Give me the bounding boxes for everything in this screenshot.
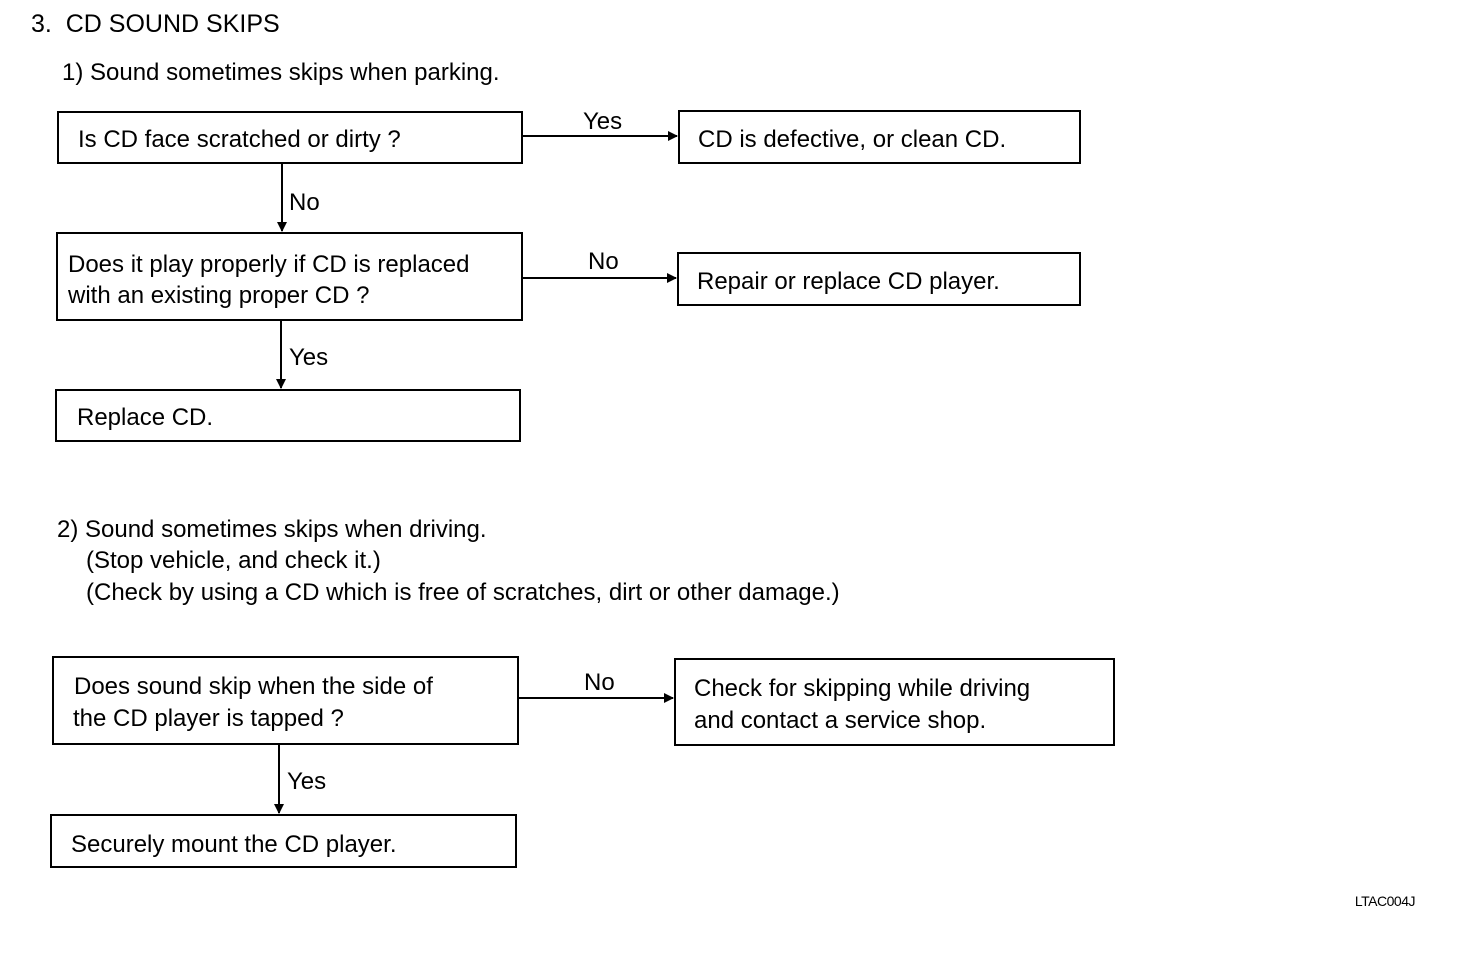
question-cd-face-box: Is CD face scratched or dirty ? (57, 111, 523, 164)
result-cd-defective-text: CD is defective, or clean CD. (698, 126, 1007, 153)
question-tap-side-box: Does sound skip when the side of the CD … (52, 656, 519, 745)
question-cd-face-text: Is CD face scratched or dirty ? (78, 126, 401, 153)
result-mount-player-text: Securely mount the CD player. (71, 831, 397, 858)
result-repair-player-box: Repair or replace CD player. (677, 252, 1081, 306)
no-label-1: No (289, 189, 320, 216)
result-replace-cd-box: Replace CD. (55, 389, 521, 442)
section-2-title: 2) Sound sometimes skips when driving. (57, 516, 487, 543)
result-mount-player-box: Securely mount the CD player. (50, 814, 517, 868)
no-label-3: No (584, 669, 615, 696)
figure-code: LTAC004J (1354, 893, 1416, 909)
result-cd-defective-box: CD is defective, or clean CD. (678, 110, 1081, 164)
question-replace-cd-line1: Does it play properly if CD is replaced (68, 251, 470, 278)
page-title: 3. CD SOUND SKIPS (31, 10, 280, 38)
section-2-note-2: (Check by using a CD which is free of sc… (86, 579, 840, 606)
question-tap-side-line2: the CD player is tapped ? (73, 705, 344, 732)
question-tap-side-line1: Does sound skip when the side of (74, 673, 433, 700)
yes-label-1: Yes (583, 108, 623, 135)
question-replace-cd-line2: with an existing proper CD ? (68, 282, 370, 309)
yes-label-2: Yes (289, 344, 329, 371)
result-replace-cd-text: Replace CD. (77, 404, 214, 431)
result-repair-player-text: Repair or replace CD player. (697, 268, 1000, 295)
result-check-skipping-box: Check for skipping while driving and con… (674, 658, 1115, 746)
result-check-skipping-line2: and contact a service shop. (694, 707, 987, 734)
question-replace-cd-box: Does it play properly if CD is replaced … (56, 232, 523, 321)
result-check-skipping-line1: Check for skipping while driving (694, 675, 1031, 702)
no-label-2: No (588, 248, 619, 275)
section-2-note-1: (Stop vehicle, and check it.) (86, 547, 381, 574)
yes-label-3: Yes (287, 768, 327, 795)
section-1-title: 1) Sound sometimes skips when parking. (62, 59, 500, 86)
